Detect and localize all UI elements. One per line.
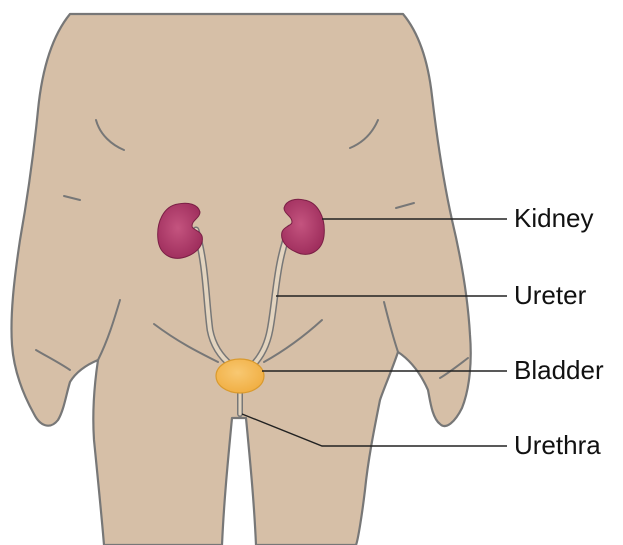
bladder <box>216 359 264 393</box>
kidney-label: Kidney <box>514 205 594 231</box>
ureter-label: Ureter <box>514 282 586 308</box>
body-silhouette <box>11 14 470 545</box>
bladder-label: Bladder <box>514 357 604 383</box>
left-kidney <box>158 203 203 258</box>
urethra-label: Urethra <box>514 432 601 458</box>
